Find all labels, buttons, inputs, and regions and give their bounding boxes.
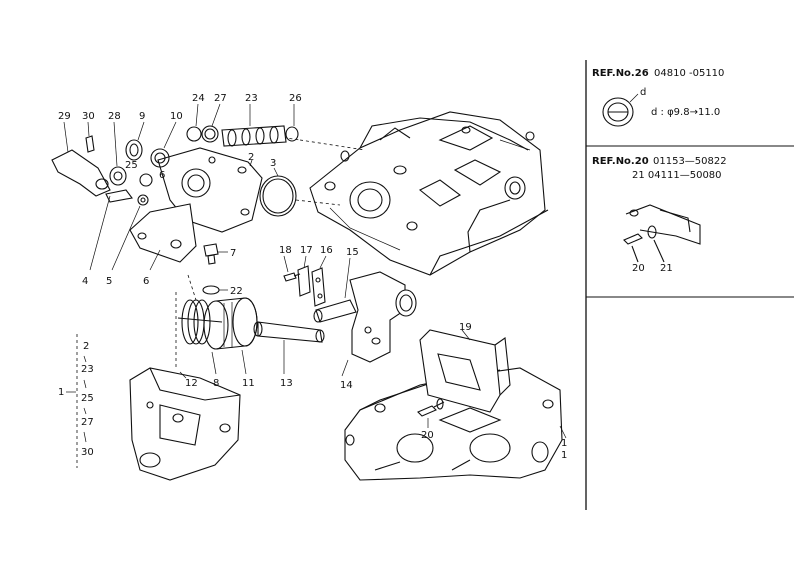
label-25: 25 bbox=[125, 160, 138, 171]
ref26-spec: d : φ9.8→11.0 bbox=[651, 107, 720, 118]
ref26-d-mark: d bbox=[640, 87, 646, 98]
cylinder-case-top bbox=[309, 111, 549, 276]
label-19: 19 bbox=[459, 322, 472, 333]
assembly-item-4: 27 bbox=[81, 417, 94, 428]
label-9: 9 bbox=[139, 111, 145, 122]
label-1-right: 1 bbox=[561, 438, 567, 449]
label-12: 12 bbox=[185, 378, 198, 389]
label-28: 28 bbox=[108, 111, 121, 122]
washer-22 bbox=[202, 285, 220, 295]
bolt-detail-sketch bbox=[623, 204, 701, 263]
ref20-line2: 21 04111—50080 bbox=[632, 170, 722, 181]
label-2: 2 bbox=[248, 152, 254, 163]
plate-17 bbox=[297, 265, 311, 297]
label-11: 11 bbox=[242, 378, 255, 389]
plate-19 bbox=[419, 329, 511, 413]
rod-13 bbox=[253, 321, 325, 343]
bolt-20 bbox=[417, 398, 445, 417]
ref-box-26: REF.No.26 04810 -05110 d d : φ9.8→11.0 bbox=[592, 68, 724, 127]
arm-28 bbox=[105, 166, 133, 203]
cover-12 bbox=[129, 367, 241, 481]
assembly-ref: 1 bbox=[58, 387, 64, 398]
ref20-bolt-label: 20 bbox=[632, 263, 645, 274]
nut-5 bbox=[137, 194, 149, 206]
bushing-9 bbox=[125, 139, 143, 161]
label-22: 22 bbox=[230, 286, 243, 297]
piston-cylinder-11 bbox=[203, 297, 258, 350]
lever-29 bbox=[51, 149, 111, 197]
label-23: 23 bbox=[245, 93, 258, 104]
ref20-title: REF.No.20 bbox=[592, 156, 649, 167]
o-ring-27 bbox=[201, 125, 219, 143]
assembly-item-3: 25 bbox=[81, 393, 94, 404]
label-16: 16 bbox=[320, 245, 333, 256]
label-6: 6 bbox=[143, 276, 149, 287]
pin-30 bbox=[85, 135, 95, 153]
label-13: 13 bbox=[280, 378, 293, 389]
screw-18 bbox=[283, 272, 301, 282]
piston-rings-8 bbox=[177, 299, 223, 345]
plug-7 bbox=[203, 243, 219, 265]
gasket-6 bbox=[129, 203, 197, 263]
ref20-washer-label: 21 bbox=[660, 263, 673, 274]
label-24: 24 bbox=[192, 93, 205, 104]
label-27: 27 bbox=[214, 93, 227, 104]
valve-spool-23 bbox=[221, 125, 287, 147]
ref20-range: 01153—50822 bbox=[653, 156, 727, 167]
label-20: 20 bbox=[421, 430, 434, 441]
assembly-list: 1 2 23 25 27 30 bbox=[58, 334, 94, 468]
label-3: 3 bbox=[270, 158, 276, 169]
label-15: 15 bbox=[346, 247, 359, 258]
ref26-title: REF.No.26 bbox=[592, 68, 649, 79]
seal-10 bbox=[150, 148, 170, 168]
assembly-item-1: 2 bbox=[83, 341, 89, 352]
label-7: 7 bbox=[230, 248, 236, 259]
label-6a: 6 bbox=[159, 170, 165, 181]
label-10: 10 bbox=[170, 111, 183, 122]
label-29: 29 bbox=[58, 111, 71, 122]
label-8: 8 bbox=[213, 378, 219, 389]
ref-box-20: REF.No.20 01153—50822 21 04111—50080 20 … bbox=[592, 156, 727, 274]
label-4: 4 bbox=[82, 276, 88, 287]
assembly-item-5: 30 bbox=[81, 447, 94, 458]
o-ring-icon bbox=[602, 97, 634, 127]
shaft-15 bbox=[313, 299, 357, 323]
o-ring-3 bbox=[259, 175, 297, 217]
ref26-range: 04810 -05110 bbox=[654, 68, 724, 79]
bracket-16 bbox=[311, 267, 326, 307]
o-ring-24 bbox=[186, 126, 202, 142]
lift-arm-14 bbox=[349, 271, 417, 363]
label-14: 14 bbox=[340, 380, 353, 391]
label-26: 26 bbox=[289, 93, 302, 104]
label-1-right-b: 1 bbox=[561, 450, 567, 461]
label-18: 18 bbox=[279, 245, 292, 256]
washer-25 bbox=[139, 173, 153, 187]
label-17: 17 bbox=[300, 245, 313, 256]
label-30: 30 bbox=[82, 111, 95, 122]
nut-26 bbox=[285, 126, 299, 142]
label-5: 5 bbox=[106, 276, 112, 287]
assembly-item-2: 23 bbox=[81, 364, 94, 375]
